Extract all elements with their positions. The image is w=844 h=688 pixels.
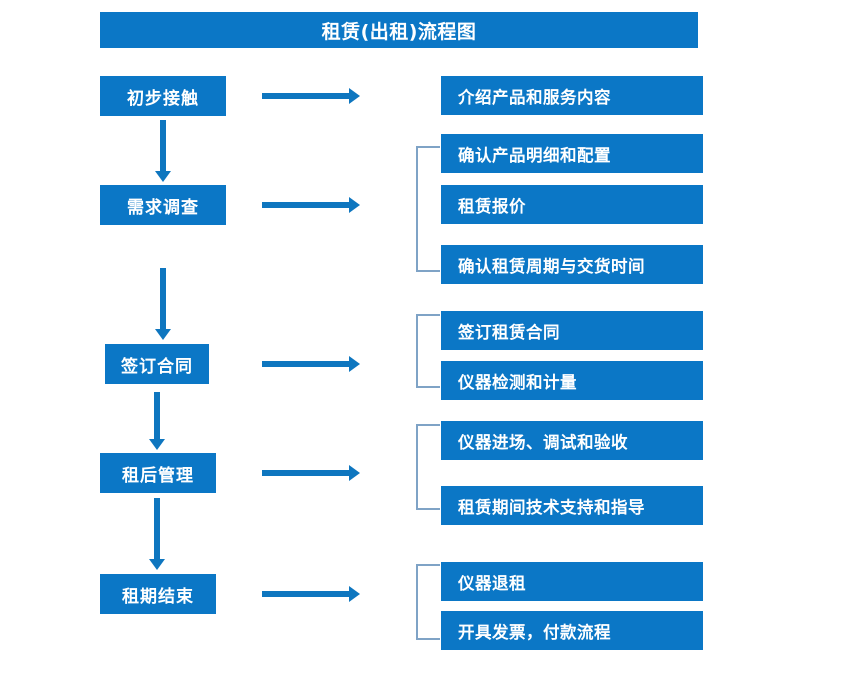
detail-box-仪器检测和计量[interactable]: 仪器检测和计量 [441,361,703,400]
detail-box-签订租赁合同[interactable]: 签订租赁合同 [441,311,703,350]
flow-arrow-down-4 [148,498,166,570]
detail-box-确认产品明细和配置[interactable]: 确认产品明细和配置 [441,134,703,173]
stage-box-需求调查[interactable]: 需求调查 [100,185,226,225]
flow-arrow-right-2 [262,196,360,214]
flow-arrow-right-4 [262,464,360,482]
stage-box-初步接触[interactable]: 初步接触 [100,76,226,116]
flow-arrow-right-3 [262,355,360,373]
group-bracket-5 [416,564,440,640]
stage-box-租期结束[interactable]: 租期结束 [100,574,216,614]
flow-arrow-right-5 [262,585,360,603]
flow-arrow-down-3 [148,392,166,450]
diagram-title: 租赁(出租)流程图 [100,12,698,48]
flow-arrow-right-1 [262,87,360,105]
detail-box-租赁期间技术支持和指导[interactable]: 租赁期间技术支持和指导 [441,486,703,525]
detail-box-介绍产品和服务内容[interactable]: 介绍产品和服务内容 [441,76,703,115]
stage-box-签订合同[interactable]: 签订合同 [105,344,209,384]
detail-box-租赁报价[interactable]: 租赁报价 [441,185,703,224]
group-bracket-3 [416,314,440,388]
group-bracket-2 [416,146,440,272]
detail-box-开具发票付款流程[interactable]: 开具发票，付款流程 [441,611,703,650]
group-bracket-4 [416,424,440,510]
flow-arrow-down-2 [154,268,172,340]
detail-box-仪器进场调试和验收[interactable]: 仪器进场、调试和验收 [441,421,703,460]
flow-arrow-down-1 [154,120,172,182]
detail-box-仪器退租[interactable]: 仪器退租 [441,562,703,601]
detail-box-确认租赁周期与交货时间[interactable]: 确认租赁周期与交货时间 [441,245,703,284]
stage-box-租后管理[interactable]: 租后管理 [100,453,216,493]
